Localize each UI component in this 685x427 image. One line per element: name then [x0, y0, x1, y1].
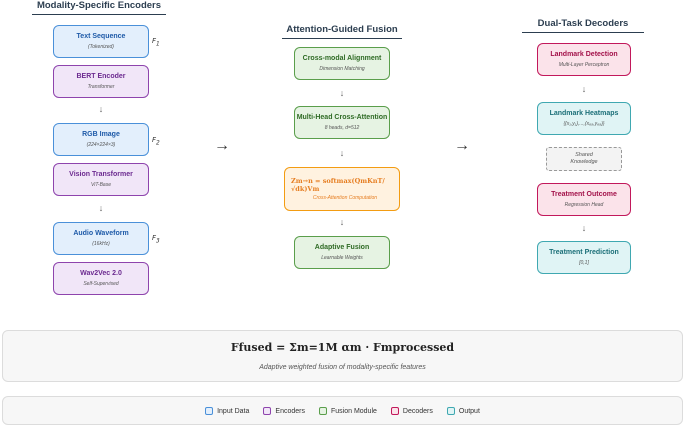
legend-swatch-fusion [318, 407, 327, 415]
encoders-section-title: Modality-Specific Encoders [32, 0, 166, 15]
fusion-arrow-1: ↓ [339, 88, 345, 98]
text-sequence-box: Text Sequence (Tokenized) [53, 25, 149, 58]
multi-head-cross-attention-box: Multi-Head Cross-Attention 8 heads, d=51… [294, 106, 390, 139]
legend-label-input: Input Data [217, 407, 250, 415]
vision-transformer-title: Vision Transformer [69, 171, 133, 179]
treatment-outcome-sub: Regression Head [564, 201, 604, 208]
wav2vec-sub: Self-Supervised [83, 280, 119, 287]
fusion-equation-panel: Ffused = Σm=1M αm · Fmprocessed Adaptive… [2, 330, 683, 382]
fusion-to-decoders-arrow: → [454, 137, 470, 154]
decoder-arrow-1: ↓ [581, 84, 587, 94]
cross-modal-alignment-box: Cross-modal Alignment Dimension Matching [294, 47, 390, 80]
legend-label-fusion: Fusion Module [330, 407, 377, 415]
fusion-section-title: Attention-Guided Fusion [282, 24, 402, 39]
landmark-detection-sub: Multi-Layer Perceptron [558, 61, 610, 68]
legend-swatch-decoders [390, 407, 399, 415]
shared-knowledge-label: Shared Knowledge [570, 152, 598, 165]
audio-waveform-sub: (16kHz) [92, 240, 110, 247]
legend-item-decoders: Decoders [390, 407, 433, 415]
landmark-heatmaps-sub: {(x₁,y₁),...,(x₆₈,y₆₈)} [563, 120, 605, 127]
audio-waveform-title: Audio Waveform [73, 230, 129, 238]
legend-swatch-encoders [263, 407, 272, 415]
rgb-image-sub: (224×224×3) [86, 141, 116, 148]
fusion-equation: Ffused = Σm=1M αm · Fmprocessed [3, 341, 682, 354]
wav2vec-title: Wav2Vec 2.0 [80, 270, 122, 278]
eq-main-text: Ffused = Σm=1M αm · Fmprocessed [230, 341, 455, 354]
legend-label-encoders: Encoders [275, 407, 305, 415]
adaptive-fusion-box: Adaptive Fusion Learnable Weights [294, 236, 390, 269]
text-sequence-title: Text Sequence [76, 33, 126, 41]
decoders-section-title: Dual-Task Decoders [522, 18, 644, 33]
treatment-outcome-title: Treatment Outcome [551, 191, 617, 199]
bert-encoder-title: BERT Encoder [76, 73, 126, 81]
f1-label: F1 [152, 37, 160, 48]
cross-attention-formula-box: Zm→n = softmax(QmKnT/ √dk)Vm Cross-Atten… [284, 167, 400, 211]
legend-item-encoders: Encoders [263, 407, 305, 415]
legend-label-decoders: Decoders [402, 407, 433, 415]
rgb-image-box: RGB Image (224×224×3) [53, 123, 149, 156]
vision-transformer-box: Vision Transformer ViT-Base [53, 163, 149, 196]
legend-label-output: Output [458, 407, 480, 415]
bert-encoder-box: BERT Encoder Transformer [53, 65, 149, 98]
encoders-to-fusion-arrow: → [214, 137, 230, 154]
f3-label: F3 [152, 234, 160, 245]
legend-item-fusion: Fusion Module [318, 407, 377, 415]
audio-waveform-box: Audio Waveform (16kHz) [53, 222, 149, 255]
decoder-arrow-2: ↓ [581, 223, 587, 233]
legend: Input Data Encoders Fusion Module Decode… [3, 407, 682, 415]
shared-knowledge-box: Shared Knowledge [546, 147, 622, 171]
wav2vec-box: Wav2Vec 2.0 Self-Supervised [53, 262, 149, 295]
landmark-detection-box: Landmark Detection Multi-Layer Perceptro… [537, 43, 631, 76]
fusion-arrow-2: ↓ [339, 148, 345, 158]
treatment-outcome-box: Treatment Outcome Regression Head [537, 183, 631, 216]
enc-arrow-2: ↓ [98, 203, 104, 213]
vision-transformer-sub: ViT-Base [90, 181, 111, 188]
legend-swatch-output [446, 407, 455, 415]
f2-label: F2 [152, 136, 160, 147]
legend-item-output: Output [446, 407, 480, 415]
adaptive-fusion-title: Adaptive Fusion [314, 244, 370, 252]
mhca-sub: 8 heads, d=512 [324, 124, 360, 131]
adaptive-fusion-sub: Learnable Weights [321, 254, 363, 261]
rgb-image-title: RGB Image [82, 131, 120, 139]
formula-caption: Cross-Attention Computation [312, 195, 378, 201]
bert-encoder-sub: Transformer [87, 83, 115, 90]
text-sequence-sub: (Tokenized) [88, 43, 114, 50]
fusion-equation-caption: Adaptive weighted fusion of modality-spe… [259, 364, 426, 371]
landmark-heatmaps-box: Landmark Heatmaps {(x₁,y₁),...,(x₆₈,y₆₈)… [537, 102, 631, 135]
legend-panel: Input Data Encoders Fusion Module Decode… [2, 396, 683, 425]
treatment-prediction-title: Treatment Prediction [549, 249, 619, 257]
formula-line-2: √dk)Vm [291, 185, 320, 193]
mhca-title: Multi-Head Cross-Attention [296, 114, 388, 122]
fusion-arrow-3: ↓ [339, 217, 345, 227]
treatment-prediction-box: Treatment Prediction [0,1] [537, 241, 631, 274]
cross-modal-title: Cross-modal Alignment [302, 55, 382, 63]
legend-item-input: Input Data [205, 407, 249, 415]
treatment-prediction-sub: [0,1] [579, 259, 589, 266]
formula-line-1: Zm→n = softmax(QmKnT/ [291, 177, 385, 185]
landmark-detection-title: Landmark Detection [550, 51, 618, 59]
landmark-heatmaps-title: Landmark Heatmaps [549, 110, 619, 118]
legend-swatch-input [205, 407, 214, 415]
enc-arrow-1: ↓ [98, 104, 104, 114]
cross-modal-sub: Dimension Matching [319, 65, 365, 72]
